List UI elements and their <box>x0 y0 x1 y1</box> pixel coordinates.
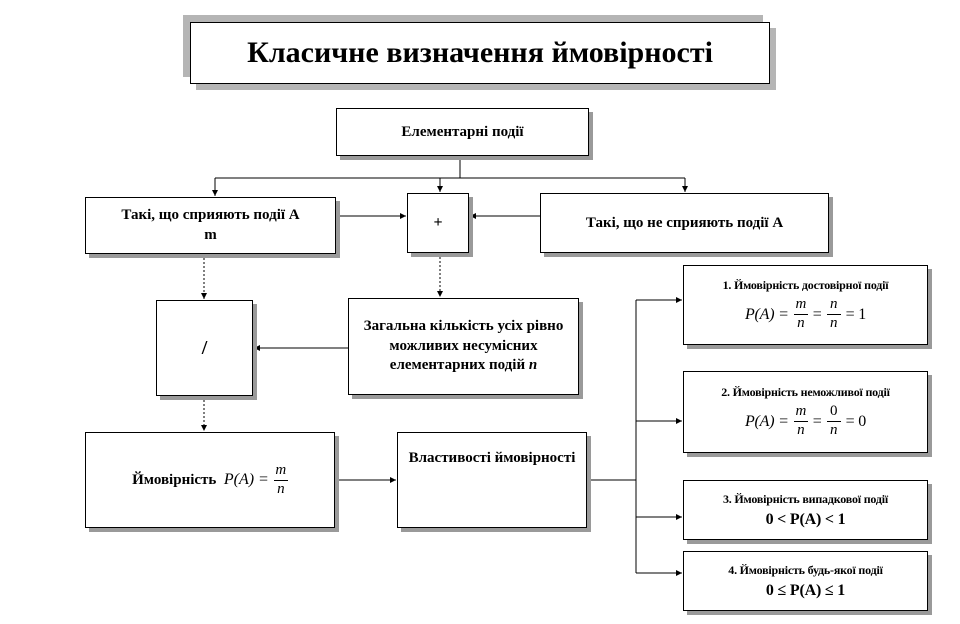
elementary-events-box: Елементарні події <box>336 108 589 156</box>
total-events-box: Загальна кількість усіх рівно можливих н… <box>348 298 579 395</box>
fraction-numerator: m <box>795 403 807 420</box>
page-title: Класичне визначення ймовірності <box>190 22 770 84</box>
total-events-label: Загальна кількість усіх рівно можливих н… <box>363 318 564 374</box>
fraction-denominator: n <box>829 422 838 438</box>
probability-formula: P(A) = m n <box>223 461 288 498</box>
favorable-events-label: Такі, що сприяють події A <box>121 207 300 223</box>
sum-box: + <box>407 193 469 253</box>
fraction-numerator: n <box>829 296 838 313</box>
probability-lhs: P(A) = <box>223 471 269 488</box>
property-inequality: 0 < P(A) < 1 <box>765 510 846 528</box>
favorable-events-box: Такі, що сприяють події A m <box>85 197 336 254</box>
fraction-denominator: n <box>829 315 838 331</box>
fraction-denominator: n <box>797 315 805 331</box>
property-title: 1. Ймовірність достовірної події <box>722 278 889 293</box>
formula-lhs: P(A) = <box>744 305 789 323</box>
property-impossible-event: 2. Ймовірність неможливої події P(A) = m… <box>683 371 928 453</box>
favorable-events-var: m <box>204 226 217 243</box>
fraction-denominator: n <box>277 480 285 497</box>
properties-box: Властивості ймовірності <box>397 432 587 528</box>
property-inequality: 0 ≤ P(A) ≤ 1 <box>765 581 846 599</box>
unfavorable-events-box: Такі, що не сприяють події A <box>540 193 829 253</box>
total-events-var: n <box>528 357 538 374</box>
fraction-numerator: m <box>275 461 287 478</box>
fraction-denominator: n <box>797 422 805 438</box>
probability-box: Ймовірність P(A) = m n <box>85 432 335 528</box>
property-random-event: 3. Ймовірність випадкової події 0 < P(A)… <box>683 480 928 540</box>
fraction-numerator: m <box>795 296 807 313</box>
property-title: 3. Ймовірність випадкової події <box>722 491 889 506</box>
property-title: 4. Ймовірність будь-якої події <box>728 562 883 577</box>
property-title: 2. Ймовірність неможливої події <box>721 385 890 400</box>
fraction-numerator: 0 <box>829 403 838 420</box>
formula-result: = 0 <box>845 412 867 430</box>
probability-fraction: m n <box>273 461 288 498</box>
formula-lhs: P(A) = <box>744 412 789 430</box>
division-box: / <box>156 300 253 396</box>
property-certain-event: 1. Ймовірність достовірної події P(A) = … <box>683 265 928 345</box>
formula-result: = 1 <box>845 305 867 323</box>
probability-label: Ймовірність <box>132 471 217 488</box>
property-any-event: 4. Ймовірність будь-якої події 0 ≤ P(A) … <box>683 551 928 611</box>
